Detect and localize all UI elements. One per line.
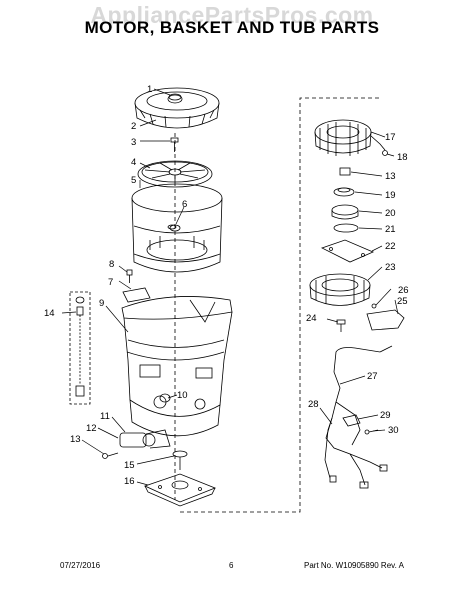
callout-16: 16 <box>124 476 135 487</box>
cap-part <box>167 93 183 104</box>
callout-3: 3 <box>131 137 136 148</box>
callout-13: 13 <box>70 434 81 445</box>
rotor-bolt-part <box>336 319 346 332</box>
ground-clip-part <box>342 414 379 435</box>
callout-22: 22 <box>385 241 396 252</box>
rotor-nut-part <box>339 167 351 176</box>
callout-4: 4 <box>131 157 136 168</box>
pressure-hose-part <box>69 291 91 405</box>
footer-page-number: 6 <box>229 561 234 570</box>
callout-11: 11 <box>100 411 110 422</box>
drain-pump-part <box>102 429 171 459</box>
callout-8: 8 <box>109 259 114 270</box>
callout-10: 10 <box>177 390 188 401</box>
tub-seal-part <box>172 450 188 470</box>
callout-14: 14 <box>44 308 55 319</box>
rotor-part <box>309 273 371 306</box>
callout-24: 24 <box>306 313 317 324</box>
callout-5: 5 <box>131 175 136 186</box>
callout-29: 29 <box>380 410 391 421</box>
leader-lines <box>61 88 399 486</box>
callout-25: 25 <box>397 296 408 307</box>
callout-1: 1 <box>147 84 152 95</box>
screw-part <box>126 269 133 283</box>
callout-19: 19 <box>385 190 396 201</box>
bolt-part <box>170 137 179 152</box>
wire-harness-part <box>324 345 393 489</box>
basket-part <box>131 183 223 273</box>
callout-9: 9 <box>99 298 104 309</box>
shifter-part <box>331 204 359 220</box>
callout-23: 23 <box>385 262 396 273</box>
callout-21: 21 <box>385 224 396 235</box>
outer-tub-part <box>121 296 233 437</box>
drive-mount-part <box>143 473 217 507</box>
hub-nut-part <box>167 224 177 230</box>
washer-part <box>333 223 359 233</box>
callout-2: 2 <box>131 121 136 132</box>
callout-6: 6 <box>182 199 187 210</box>
callout-27: 27 <box>367 371 378 382</box>
watermark: AppliancePartsPros.com <box>90 2 374 28</box>
spline-part <box>333 187 355 197</box>
footer-part-number: Part No. W10905890 Rev. A <box>304 561 404 570</box>
tub-fitting-part <box>159 393 171 403</box>
callout-13b: 13 <box>385 171 396 182</box>
callout-17: 17 <box>385 132 396 143</box>
stator-part <box>314 119 386 156</box>
balance-ring-part <box>134 87 220 129</box>
callout-30: 30 <box>388 425 399 436</box>
page-title: MOTOR, BASKET AND TUB PARTS <box>84 18 380 37</box>
callout-18: 18 <box>397 152 408 163</box>
stator-screw-part <box>382 150 395 157</box>
callout-28: 28 <box>308 399 319 410</box>
sensor-bracket-part <box>366 303 405 331</box>
footer-date: 07/27/2016 <box>60 561 101 570</box>
callout-7: 7 <box>108 277 113 288</box>
callout-12: 12 <box>86 423 97 434</box>
hub-plate-part <box>320 239 375 263</box>
callout-20: 20 <box>385 208 396 219</box>
callout-15: 15 <box>124 460 135 471</box>
bracket-part <box>122 287 151 303</box>
callout-26: 26 <box>398 285 409 296</box>
